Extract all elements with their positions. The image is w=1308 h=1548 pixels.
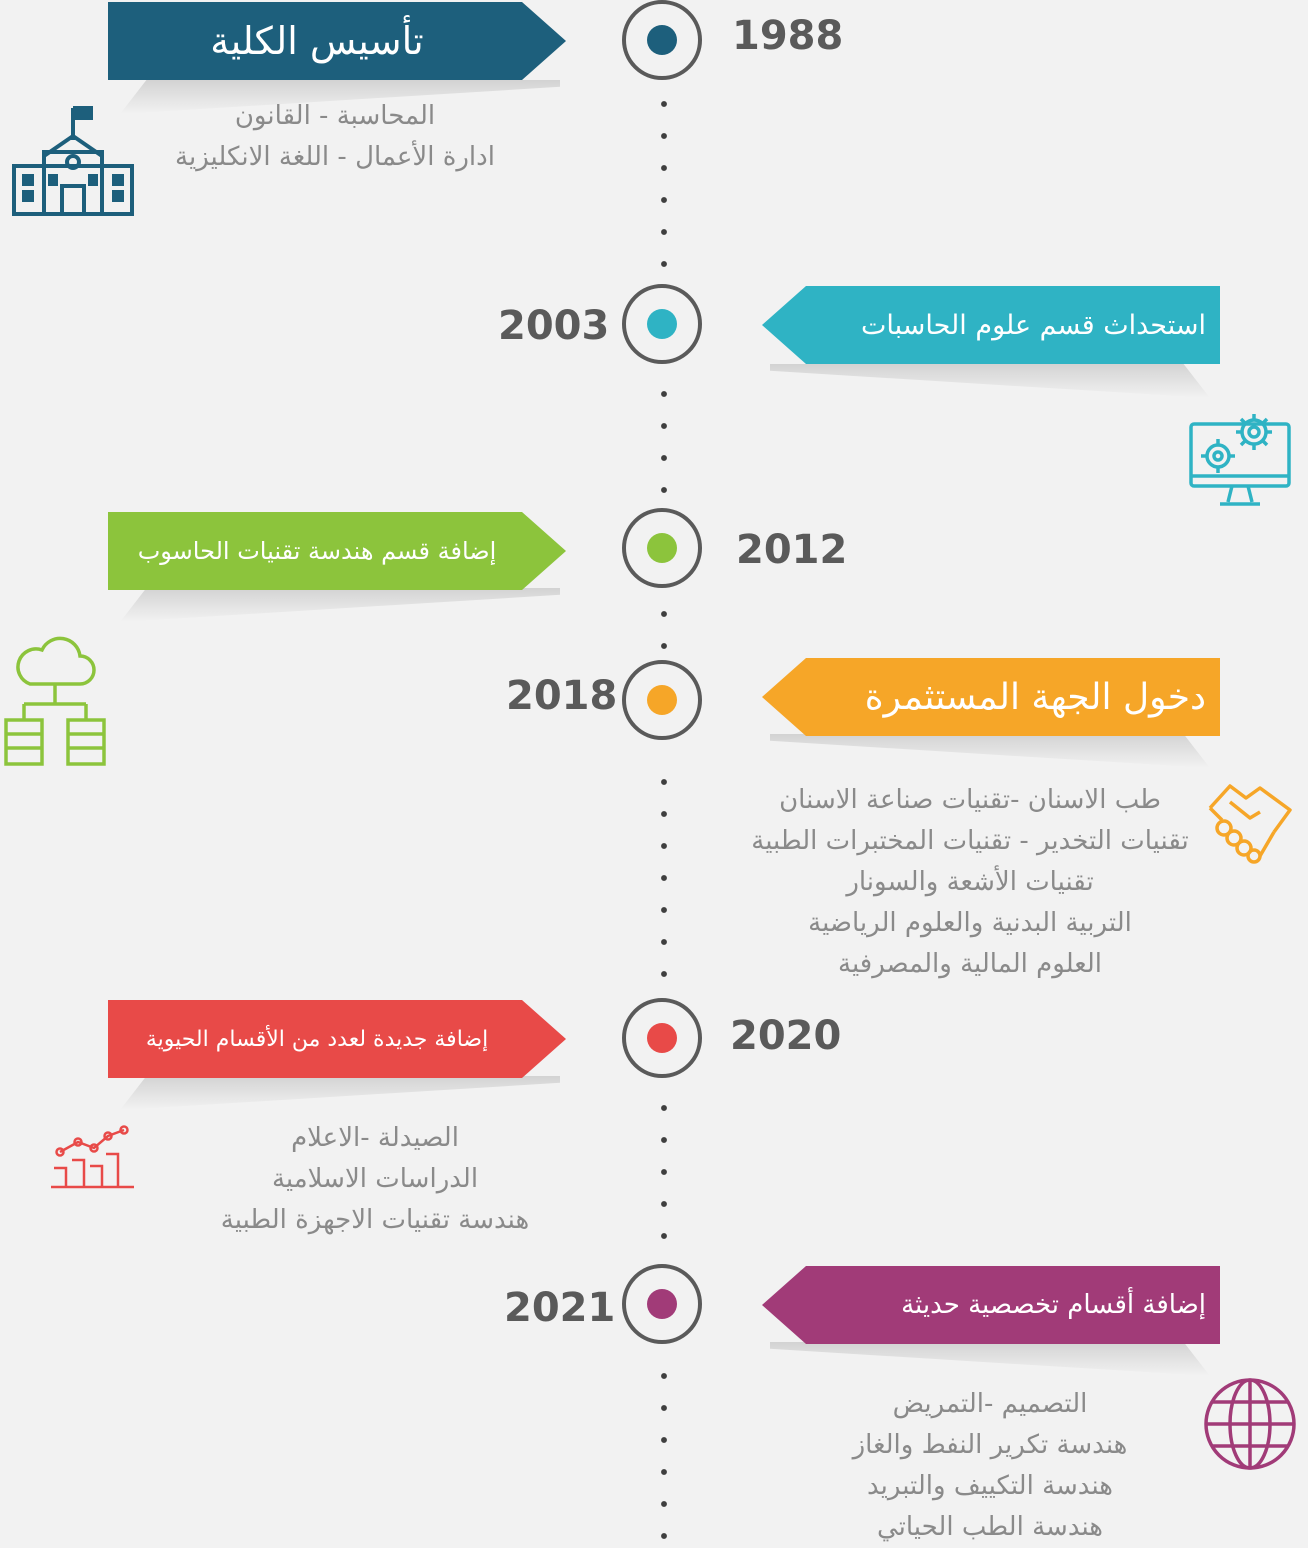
timeline-node-2021 <box>622 1264 702 1344</box>
milestone-title: إضافة أقسام تخصصية حديثة <box>901 1290 1206 1320</box>
milestone-year: 2021 <box>504 1285 616 1331</box>
banner-shadow <box>120 588 560 622</box>
department-list: المحاسبة - القانون ادارة الأعمال - اللغة… <box>160 96 510 178</box>
banner-shadow <box>770 364 1210 398</box>
milestone-banner-1988: تأسيس الكلية <box>108 2 566 80</box>
timeline-node-2018 <box>622 660 702 740</box>
milestone-title: استحداث قسم علوم الحاسبات <box>860 309 1206 341</box>
department-item: الدراسات الاسلامية <box>271 1164 479 1194</box>
milestone-banner-2012: إضافة قسم هندسة تقنيات الحاسوب <box>108 512 566 590</box>
department-item: هندسة التكييف والتبريد <box>866 1471 1114 1501</box>
department-item: ادارة الأعمال - اللغة الانكليزية <box>175 142 495 172</box>
node-core <box>647 25 677 55</box>
timeline-node-1988 <box>622 0 702 80</box>
milestone-year: 2018 <box>506 673 618 719</box>
node-core <box>647 1023 677 1053</box>
department-item: تقنيات الأشعة والسونار <box>846 867 1094 897</box>
globe-icon <box>1204 1378 1296 1470</box>
timeline-node-2012 <box>622 508 702 588</box>
timeline-connector <box>660 88 668 278</box>
timeline-connector <box>660 1360 668 1546</box>
milestone-year: 2020 <box>730 1013 842 1059</box>
node-core <box>647 533 677 563</box>
milestone-year: 1988 <box>732 13 844 59</box>
cloud-servers-icon <box>4 636 106 766</box>
timeline-node-2020 <box>622 998 702 1078</box>
department-item: هندسة الطب الحياتي <box>876 1512 1104 1542</box>
milestone-title: إضافة جديدة لعدد من الأقسام الحيوية <box>145 1026 489 1052</box>
timeline-connector <box>660 598 668 654</box>
department-item: التربية البدنية والعلوم الرياضية <box>808 908 1132 938</box>
department-item: الصيدلة -الاعلام <box>291 1123 459 1153</box>
department-item: المحاسبة - القانون <box>234 101 436 131</box>
university-building-icon <box>12 106 134 216</box>
node-core <box>647 1289 677 1319</box>
milestone-title: دخول الجهة المستثمرة <box>864 676 1206 718</box>
timeline-connector <box>660 378 668 500</box>
milestone-year: 2012 <box>736 527 848 573</box>
growth-chart-icon <box>51 1125 134 1189</box>
milestone-banner-2020: إضافة جديدة لعدد من الأقسام الحيوية <box>108 1000 566 1078</box>
timeline-node-2003 <box>622 284 702 364</box>
banner-shadow <box>770 734 1210 768</box>
department-list: طب الاسنان -تقنيات صناعة الاسنان تقنيات … <box>740 780 1200 985</box>
banner-shadow <box>770 1342 1210 1376</box>
department-item: تقنيات التخدير - تقنيات المختبرات الطبية <box>751 826 1189 856</box>
department-item: هندسة تقنيات الاجهزة الطبية <box>220 1205 530 1235</box>
node-core <box>647 685 677 715</box>
department-item: التصميم -التمريض <box>892 1389 1088 1419</box>
computer-settings-icon <box>1189 414 1291 506</box>
milestone-title: إضافة قسم هندسة تقنيات الحاسوب <box>137 537 497 565</box>
milestone-year: 2003 <box>498 303 610 349</box>
department-list: التصميم -التمريض هندسة تكرير النفط والغا… <box>800 1384 1180 1548</box>
milestone-banner-2003: استحداث قسم علوم الحاسبات <box>762 286 1220 364</box>
banner-shadow <box>120 1076 560 1110</box>
milestone-banner-2018: دخول الجهة المستثمرة <box>762 658 1220 736</box>
milestone-title: تأسيس الكلية <box>210 19 424 63</box>
handshake-icon <box>1208 784 1292 864</box>
milestone-banner-2021: إضافة أقسام تخصصية حديثة <box>762 1266 1220 1344</box>
department-item: هندسة تكرير النفط والغاز <box>852 1430 1128 1460</box>
timeline-connector <box>660 1092 668 1256</box>
node-core <box>647 309 677 339</box>
timeline-connector <box>660 766 668 992</box>
department-item: العلوم المالية والمصرفية <box>838 949 1102 979</box>
department-list: الصيدلة -الاعلام الدراسات الاسلامية هندس… <box>180 1118 570 1241</box>
department-item: طب الاسنان -تقنيات صناعة الاسنان <box>779 785 1161 815</box>
